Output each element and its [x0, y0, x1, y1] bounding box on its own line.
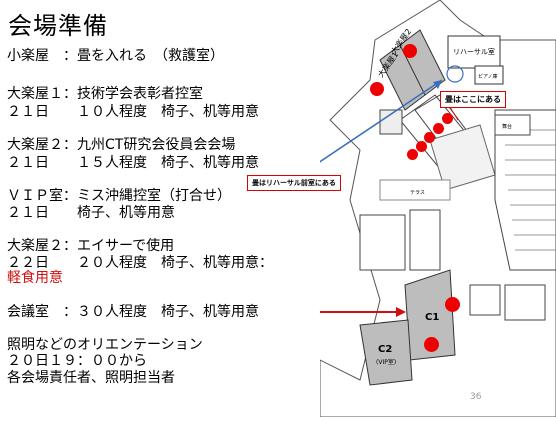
red-dot-c2 — [424, 337, 439, 352]
label-c2: C2 — [378, 344, 392, 355]
content-line-7: 大楽屋２：エイサーで使用 — [7, 238, 175, 254]
callout-tatami-here: 畳はここにある — [440, 91, 506, 108]
red-dot-small-1 — [442, 113, 453, 124]
page-title: 会場準備 — [8, 12, 108, 40]
content-line-3: 大楽屋２：九州CT研究会役員会会場 — [7, 137, 236, 153]
red-dot-small-5 — [407, 149, 418, 160]
room-right-mid — [469, 284, 501, 316]
room-c2 — [359, 319, 413, 386]
building-outline — [319, 0, 556, 418]
content-line-6: ２１日 椅子、机等用意 — [7, 205, 175, 221]
label-piano: ピアノ庫 — [478, 73, 498, 80]
content-line-12: ２０日１９：００から — [7, 353, 147, 369]
callout-tatami-rehearsal: 畳はリハーサル前室にある — [247, 175, 341, 191]
floor-plan-svg: 大楽屋1 大楽屋2 リハーサル室 ピアノ庫 テラス 舞台 C1 C2 (VIP室… — [264, 0, 556, 418]
content-line-0: 小楽屋 ：畳を入れる （救護室） — [7, 48, 224, 64]
red-dot-dai1 — [370, 82, 384, 96]
content-line-10: 会議室 ：３０人程度 椅子、机等用意 — [7, 304, 259, 320]
seating-lines — [505, 129, 556, 251]
room-lower-left — [359, 214, 406, 271]
blue-arrow-head — [433, 80, 442, 89]
content-line-9: 軽食用意 — [7, 270, 63, 286]
red-dot-small-4 — [416, 141, 427, 152]
red-dot-small-3 — [424, 132, 435, 143]
content-line-1: 大楽屋１：技術学会表彰者控室 — [7, 86, 203, 102]
content-line-5: ＶＩＰ室：ミス沖縄控室（打合せ） — [7, 188, 231, 204]
room-rehearsal — [447, 35, 501, 69]
content-line-2: ２１日 １０人程度 椅子、机等用意 — [7, 104, 259, 120]
blue-arrow-line — [314, 79, 443, 166]
label-terrace: テラス — [410, 190, 425, 196]
room-right-bottom — [504, 284, 546, 321]
content-line-13: 各会場責任者、照明担当者 — [7, 370, 175, 386]
room-piano — [474, 65, 504, 85]
label-vip: (VIP室) — [376, 358, 396, 366]
label-c1: C1 — [425, 312, 439, 323]
terrace-area — [379, 179, 451, 201]
label-rehearsal: リハーサル室 — [453, 47, 495, 56]
content-line-8: ２２日 ２０人程度 椅子、机等用意： — [7, 255, 273, 271]
red-dot-small-2 — [433, 123, 444, 134]
tatami-marker-circle — [446, 65, 464, 83]
content-line-4: ２１日 １５人程度 椅子、机等用意 — [7, 155, 259, 171]
stage — [494, 114, 531, 136]
red-dot-c1 — [445, 297, 460, 312]
page-number: 36 — [470, 392, 482, 402]
red-dot-dai2 — [403, 44, 417, 58]
label-stage: 舞台 — [502, 123, 512, 130]
content-line-11: 照明などのオリエンテーション — [7, 337, 203, 353]
floor-plan-map: 大楽屋1 大楽屋2 リハーサル室 ピアノ庫 テラス 舞台 C1 C2 (VIP室… — [264, 0, 556, 421]
red-arrow-head — [396, 307, 406, 317]
room-lower-mid — [409, 209, 441, 271]
